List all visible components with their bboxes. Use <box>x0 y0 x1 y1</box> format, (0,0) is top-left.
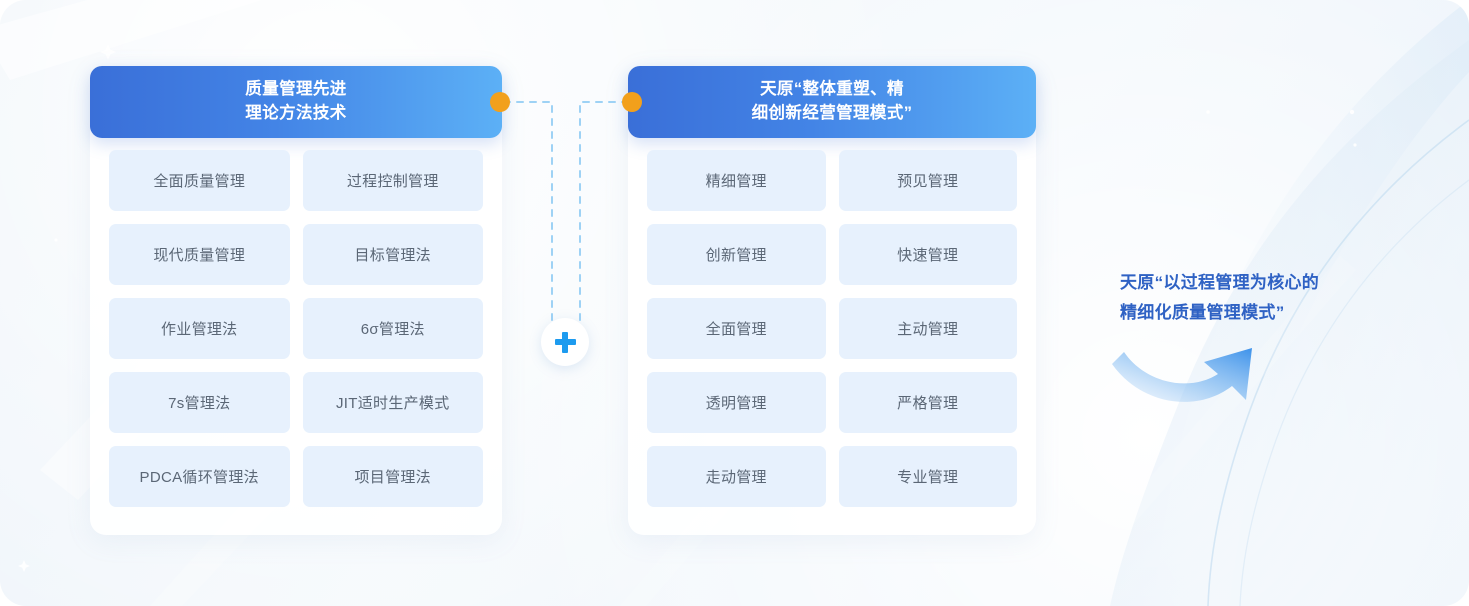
list-item[interactable]: 全面管理 <box>647 298 826 359</box>
orange-dot-icon <box>622 92 642 112</box>
list-item[interactable]: 创新管理 <box>647 224 826 285</box>
orange-dot-icon <box>490 92 510 112</box>
list-item[interactable]: JIT适时生产模式 <box>302 372 483 433</box>
list-item[interactable]: 专业管理 <box>838 446 1017 507</box>
left-panel-header: 质量管理先进 理论方法技术 <box>90 66 502 138</box>
plus-bar-vertical <box>562 331 568 353</box>
connector-group <box>490 80 642 370</box>
conclusion-text: 天原“以过程管理为核心的 精细化质量管理模式” <box>1120 273 1320 323</box>
list-item[interactable]: 透明管理 <box>647 372 826 433</box>
list-item[interactable]: 作业管理法 <box>109 298 290 359</box>
list-item[interactable]: 严格管理 <box>838 372 1017 433</box>
right-panel-header: 天原“整体重塑、精 细创新经营管理模式” <box>628 66 1036 138</box>
list-item[interactable]: 目标管理法 <box>302 224 483 285</box>
plus-icon <box>541 318 589 366</box>
left-panel-card: 质量管理先进 理论方法技术 全面质量管理 过程控制管理 现代质量管理 目标管理法… <box>90 66 502 535</box>
list-item[interactable]: 现代质量管理 <box>109 224 290 285</box>
left-panel-grid: 全面质量管理 过程控制管理 现代质量管理 目标管理法 作业管理法 6σ管理法 7… <box>109 150 483 507</box>
list-item[interactable]: 主动管理 <box>838 298 1017 359</box>
right-panel-header-text: 天原“整体重塑、精 细创新经营管理模式” <box>751 80 913 122</box>
connector-dashed-lines <box>503 101 629 345</box>
list-item[interactable]: 7s管理法 <box>109 372 290 433</box>
list-item[interactable]: PDCA循环管理法 <box>109 446 290 507</box>
list-item[interactable]: 快速管理 <box>838 224 1017 285</box>
list-item[interactable]: 6σ管理法 <box>302 298 483 359</box>
list-item[interactable]: 精细管理 <box>647 150 826 211</box>
right-panel-card: 天原“整体重塑、精 细创新经营管理模式” 精细管理 预见管理 创新管理 快速管理… <box>628 66 1036 535</box>
list-item[interactable]: 项目管理法 <box>302 446 483 507</box>
list-item[interactable]: 走动管理 <box>647 446 826 507</box>
list-item[interactable]: 全面质量管理 <box>109 150 290 211</box>
curved-arrow-icon <box>1112 348 1252 402</box>
right-panel-grid: 精细管理 预见管理 创新管理 快速管理 全面管理 主动管理 透明管理 严格管理 … <box>647 150 1017 507</box>
left-panel-header-text: 质量管理先进 理论方法技术 <box>245 80 347 122</box>
list-item[interactable]: 过程控制管理 <box>302 150 483 211</box>
list-item[interactable]: 预见管理 <box>838 150 1017 211</box>
